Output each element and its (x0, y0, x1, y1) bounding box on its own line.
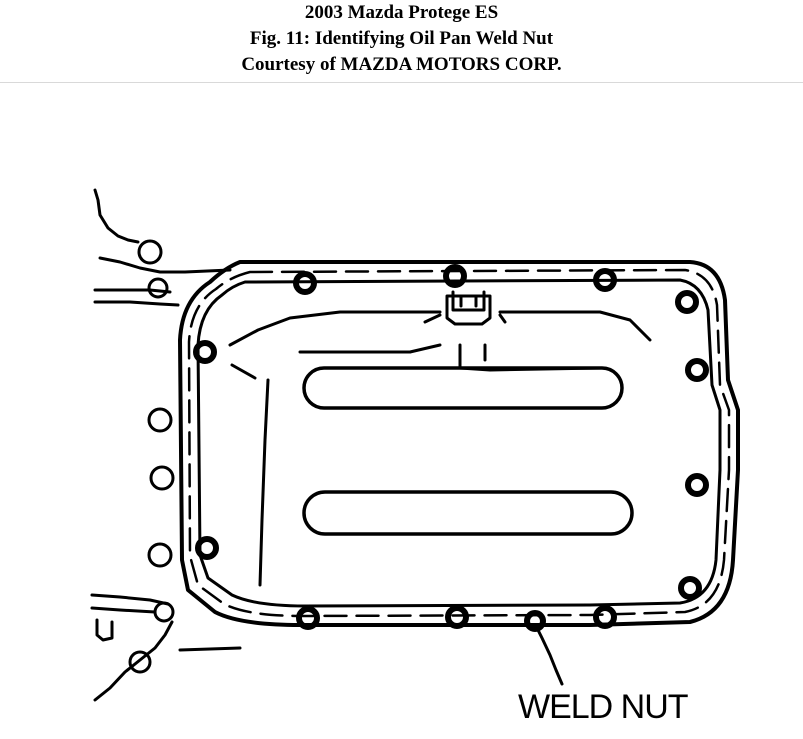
weld-nut-leader-line (535, 626, 564, 686)
engine-block-outline (90, 188, 242, 702)
oil-pan-outer-flange (178, 260, 740, 627)
caption-divider (0, 82, 803, 83)
sealant-bead-line (187, 268, 731, 618)
weld-nut (524, 610, 546, 632)
caption-vehicle: 2003 Mazda Protege ES (304, 2, 499, 23)
oil-pan-inner-flange (196, 278, 722, 608)
drain-boss (423, 290, 507, 326)
block-bolt-holes (128, 239, 175, 674)
figure-caption: 2003 Mazda Protege ES Fig. 11: Identifyi… (0, 0, 803, 78)
caption-figure-title: Fig. 11: Identifying Oil Pan Weld Nut (249, 28, 554, 49)
flange-bolts (193, 264, 709, 630)
pan-body-contours (228, 310, 652, 587)
caption-credit: Courtesy of MAZDA MOTORS CORP. (241, 54, 562, 75)
upper-stiffening-rib (302, 366, 624, 410)
weld-nut-label: WELD NUT (518, 688, 688, 726)
lower-stiffening-rib (302, 490, 634, 536)
